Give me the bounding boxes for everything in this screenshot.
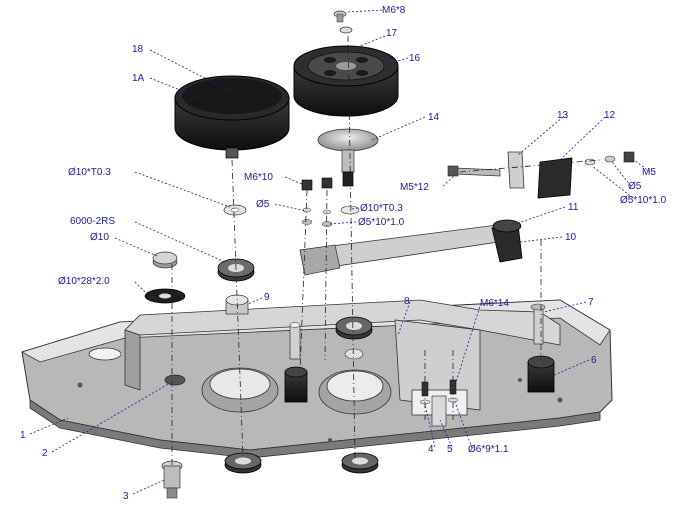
label-m6x8: M6*8: [382, 5, 406, 16]
wheel-18: [174, 75, 290, 159]
hub-14: [317, 128, 379, 187]
shaft-3: [161, 460, 183, 499]
nut-d10: [152, 251, 178, 269]
label-m5x12: M5*12: [400, 182, 429, 193]
screw-m6x8-top: [333, 10, 353, 34]
washer-d10x28: [144, 288, 186, 304]
label-m6x10: M6*10: [244, 172, 273, 183]
label-11: 11: [568, 202, 579, 213]
washers-m5-right: [584, 151, 635, 166]
label-d10: Ø10: [90, 232, 109, 243]
bearing-bottom-left: [224, 452, 262, 474]
label-bearing: 6000-2RS: [70, 216, 115, 227]
label-d10xt03-left: Ø10*T0.3: [68, 167, 111, 178]
base-plate: [20, 299, 613, 459]
label-1a: 1A: [132, 73, 145, 84]
assembly-axes: [171, 35, 601, 465]
bracket-13: [447, 151, 525, 189]
callout-labels: M6*8 18 17 16 1A 14 13 12 M5 Ø5 Ø5*10*1.…: [20, 5, 667, 502]
label-16: 16: [409, 53, 421, 64]
arm-10: [299, 219, 523, 276]
label-d10x28x2: Ø10*28*2.0: [58, 276, 110, 287]
label-18: 18: [132, 44, 144, 55]
bearing-bottom-right: [341, 452, 379, 474]
label-d6x9x1: Ø6*9*1.1: [468, 444, 509, 455]
washer-d10-left: [223, 204, 247, 216]
label-1: 1: [20, 430, 26, 441]
label-14: 14: [428, 112, 440, 123]
label-13: 13: [557, 110, 569, 121]
post-8: [289, 322, 301, 360]
label-d5-right: Ø5: [628, 181, 642, 192]
screws-m6x14: [419, 379, 459, 427]
label-8: 8: [404, 296, 410, 307]
label-m6x14: M6*14: [480, 298, 509, 309]
label-3: 3: [123, 491, 129, 502]
leader-lines: [29, 9, 651, 495]
label-d5-left: Ø5: [256, 199, 270, 210]
label-m5: M5: [642, 167, 656, 178]
screws-m6x10: [301, 177, 360, 227]
wheel-16-17: [293, 45, 399, 117]
label-7: 7: [588, 297, 594, 308]
plate-12: [537, 157, 573, 199]
roller-left: [284, 366, 308, 403]
label-4: 4: [428, 444, 434, 455]
label-6: 6: [591, 355, 597, 366]
label-5: 5: [447, 444, 453, 455]
label-10: 10: [565, 232, 577, 243]
label-17: 17: [386, 28, 398, 39]
spacer-9: [225, 294, 249, 315]
roller-6: [527, 355, 555, 393]
label-12: 12: [604, 110, 616, 121]
label-d5x10x1-mid: Ø5*10*1.0: [358, 217, 405, 228]
pin-7: [530, 303, 546, 345]
label-d10xt03-mid: Ø10*T0.3: [360, 203, 403, 214]
bearing-upper-right: [335, 316, 373, 360]
label-d5x10x1-right: Ø5*10*1.0: [620, 195, 667, 206]
label-9: 9: [264, 292, 270, 303]
label-2: 2: [42, 448, 48, 459]
